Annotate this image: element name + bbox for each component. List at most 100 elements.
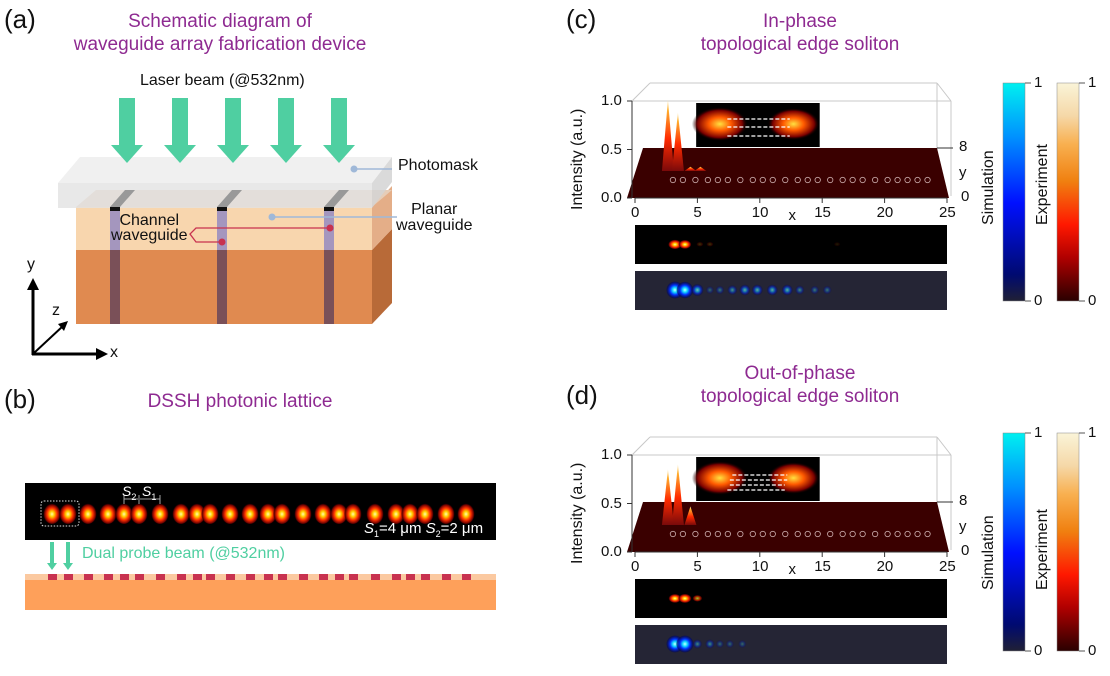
simulation-colorbar	[1002, 432, 1026, 652]
waveguide-mode-spot	[344, 502, 362, 524]
s2-value: =2 μm	[440, 520, 484, 537]
y-tick-label: 0	[961, 542, 970, 559]
simulation-spot	[751, 284, 764, 296]
lattice-site-marker	[827, 176, 834, 184]
lattice-site-marker	[714, 530, 721, 538]
lattice-site-marker	[849, 176, 856, 184]
laser-arrow-shaft	[331, 98, 347, 148]
z-axis-label: Intensity (a.u.)	[569, 462, 586, 564]
s2-letter: S	[122, 483, 132, 499]
x-tick-label: 10	[751, 558, 769, 575]
mask-slit-edge	[324, 207, 334, 211]
mask-slit-edge	[217, 207, 227, 211]
axis-label-x: x	[110, 344, 118, 361]
lattice-site-marker	[872, 530, 879, 538]
probe-arrow-shaft	[66, 542, 70, 565]
simulation-spot	[692, 639, 703, 649]
experiment-spot	[833, 241, 841, 247]
intensity-peak	[671, 112, 684, 171]
experiment-colorbar-min: 0	[1088, 292, 1097, 309]
waveguide-mode-spot	[115, 502, 133, 524]
waveguide-mode-spot	[457, 502, 475, 524]
waveguide-mode-spot	[294, 502, 312, 524]
x-tick-label: 0	[631, 558, 640, 575]
waveguide-mode-spot	[130, 502, 148, 524]
panel-d-title-line2: topological edge soliton	[700, 386, 900, 407]
experiment-colorbar	[1056, 82, 1080, 302]
x-tick-label: 15	[814, 204, 831, 221]
mask-slits	[110, 190, 349, 211]
mask-slit-edge	[110, 207, 120, 211]
s1-label: S1	[142, 483, 156, 502]
simulation-spot	[676, 281, 694, 299]
waveguide-mode-spot	[99, 502, 117, 524]
waveguide-site	[421, 574, 430, 580]
waveguide-site	[206, 574, 215, 580]
panel-c-title: In-phase topological edge soliton	[650, 10, 950, 56]
lattice-site-marker	[814, 530, 821, 538]
s1-value: =4 μm	[379, 520, 422, 537]
experiment-spot	[678, 593, 692, 603]
lattice-site-marker	[924, 530, 931, 538]
simulation-spot	[715, 639, 725, 649]
experiment-spot	[668, 593, 682, 603]
x-tick-label: 5	[693, 204, 702, 221]
simulation-colorbar-label: Simulation	[980, 150, 997, 225]
lattice-site-marker	[894, 176, 901, 184]
channel-waveguide	[217, 250, 227, 324]
waveguide-mode-spot	[437, 502, 455, 524]
experiment-spot	[706, 241, 714, 247]
lattice-site-marker	[782, 176, 789, 184]
lattice-site-marker	[759, 530, 766, 538]
waveguide-mode-spot	[151, 502, 169, 524]
z-tick-label: 0.0	[601, 543, 622, 560]
lattice-site-marker	[894, 530, 901, 538]
experiment-colorbar	[1056, 432, 1080, 652]
waveguide-site	[319, 574, 328, 580]
lattice-site-marker	[839, 176, 846, 184]
y-axis-label: y	[959, 518, 967, 535]
z-tick-label: 0.5	[601, 494, 622, 512]
lattice-site-marker	[804, 176, 811, 184]
s1-subscript: 1	[151, 491, 157, 502]
colorbars-c	[1002, 82, 1085, 302]
x-tick-label: 20	[876, 204, 894, 221]
waveguide-site	[462, 574, 471, 580]
waveguide-mode-spot	[416, 502, 434, 524]
lattice-site-marker	[724, 176, 731, 184]
waveguide-mode-spot	[59, 502, 77, 524]
simulation-colorbar-max: 1	[1034, 74, 1043, 91]
lattice-site-marker	[884, 530, 891, 538]
s1-letter: S	[142, 483, 152, 499]
lattice-site-marker	[794, 176, 801, 184]
simulation-colorbar	[1002, 82, 1026, 302]
probe-arrowhead-icon	[47, 563, 57, 570]
waveguide-mode-spot	[201, 502, 219, 524]
substrate-side	[372, 229, 392, 324]
waveguide-site	[135, 574, 144, 580]
waveguide-site	[48, 574, 57, 580]
channel-waveguides	[110, 207, 334, 324]
laser-arrow-shaft	[119, 98, 135, 148]
axis-label-y: y	[27, 256, 35, 273]
laser-arrowhead-icon	[217, 145, 249, 163]
planar-label-line2: waveguide	[396, 217, 473, 234]
lattice-surface-layer	[25, 574, 496, 580]
z-arrowhead-icon	[58, 321, 68, 331]
mask-slit	[217, 190, 242, 207]
inset-intensity-blob	[767, 462, 820, 494]
simulation-spot	[727, 284, 738, 296]
experiment-colorbar-max: 1	[1088, 424, 1097, 441]
waveguide-mode-spot	[79, 502, 97, 524]
lattice-spots	[43, 502, 475, 524]
x-tick-label: 25	[939, 558, 956, 575]
channel-label-line2: waveguide	[111, 227, 188, 244]
plot-box-edge	[631, 82, 651, 102]
y-axis-label: y	[959, 164, 967, 181]
inset-intensity-blob	[691, 107, 748, 141]
lattice-site-marker	[827, 530, 834, 538]
simulation-spot	[705, 639, 715, 649]
waveguide-site	[442, 574, 451, 580]
probe-beam-label: Dual probe beam (@532nm)	[82, 545, 286, 562]
